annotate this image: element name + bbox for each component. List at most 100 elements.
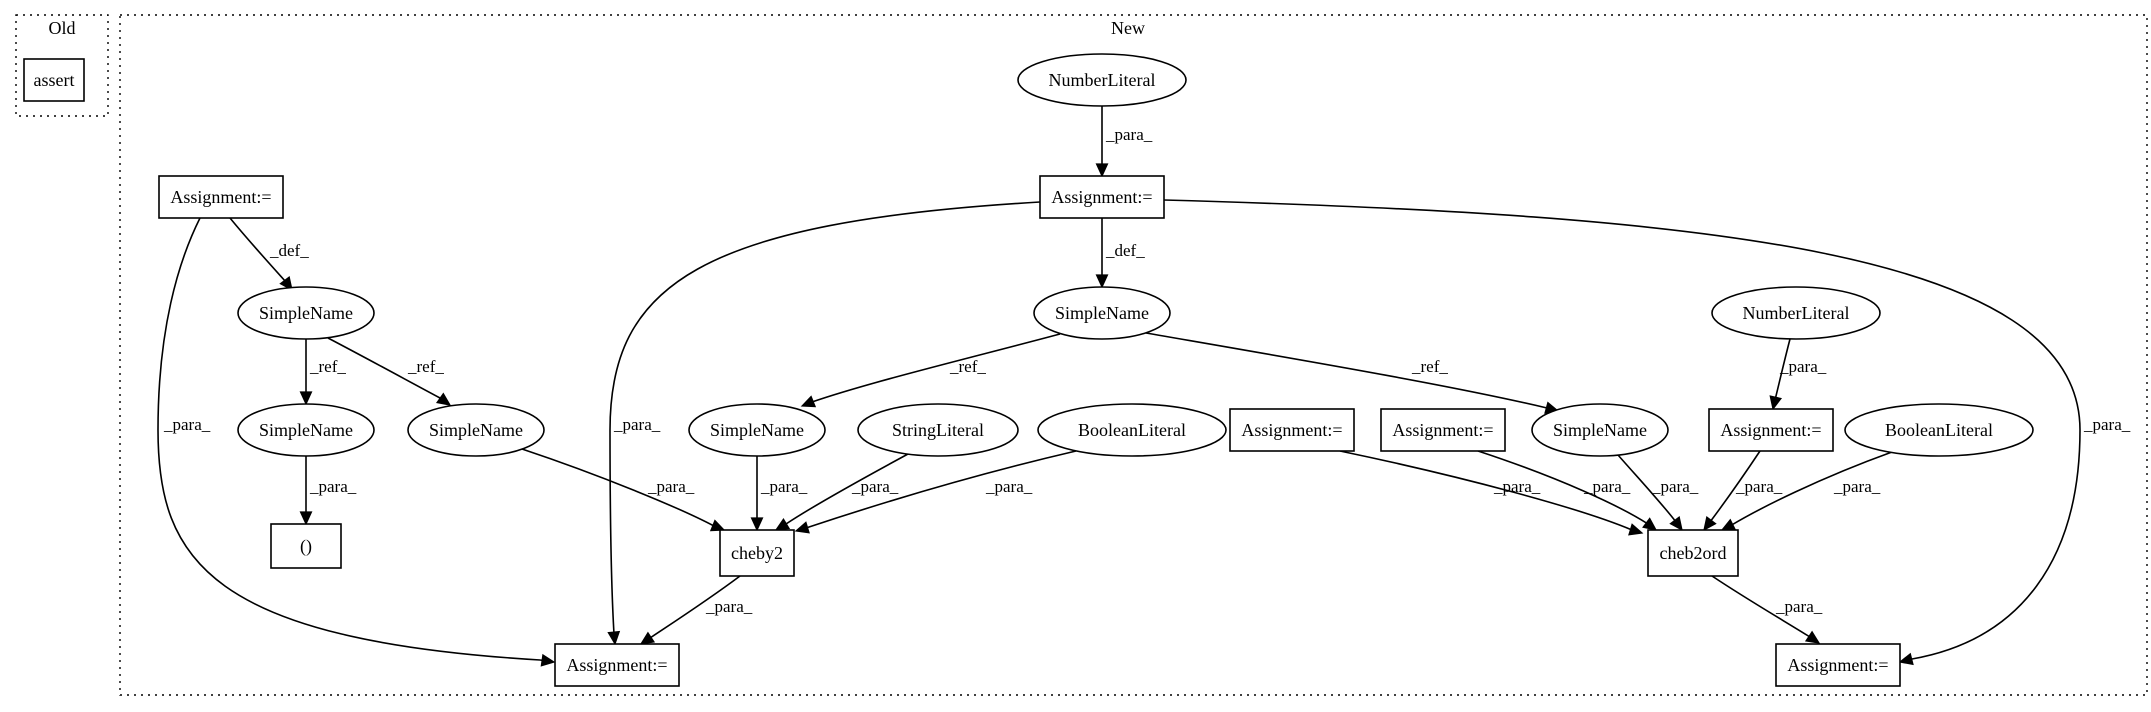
node-ellipse	[1017, 53, 1187, 107]
node-label: assert	[34, 70, 75, 90]
node-ellipse	[1037, 403, 1227, 457]
node-asgBL[interactable]: Assignment:=	[554, 643, 680, 687]
cluster-label: New	[1111, 18, 1145, 38]
node-box	[554, 643, 680, 687]
node-box	[1775, 643, 1901, 687]
node-cheb2ord[interactable]: cheb2ord	[1647, 529, 1739, 577]
cluster-layer: Old New	[15, 14, 2148, 696]
node-asgR[interactable]: Assignment:=	[1708, 408, 1834, 452]
arrow-head	[1703, 516, 1717, 532]
node-label: BooleanLiteral	[1078, 420, 1186, 440]
arrow-head	[279, 276, 293, 292]
node-ellipse	[237, 286, 375, 340]
edge-line	[1339, 450, 1633, 531]
node-label: NumberLiteral	[1743, 303, 1850, 323]
arrow-head	[709, 519, 726, 532]
edge-snE-cheb2ord: _para_	[1617, 454, 1699, 532]
node-num1[interactable]: NumberLiteral	[1017, 53, 1187, 107]
node-snC[interactable]: SimpleName	[1033, 286, 1171, 340]
node-label: Assignment:=	[1720, 420, 1821, 440]
edge-line	[1774, 338, 1791, 401]
node-box	[1380, 408, 1506, 452]
edge-label: _para_	[309, 477, 357, 496]
node-label: Assignment:=	[1241, 420, 1342, 440]
node-label: SimpleName	[710, 420, 804, 440]
edge-label: _para_	[1493, 477, 1541, 496]
edge-label: _para_	[851, 477, 899, 496]
node-assert[interactable]: assert	[23, 58, 85, 102]
arrow-head	[1642, 517, 1658, 531]
edge-snD-cheby2: _para_	[750, 456, 808, 532]
edge-label: _para_	[1735, 477, 1783, 496]
node-ellipse	[407, 403, 545, 457]
edge-line	[521, 448, 715, 527]
edge-line	[1709, 450, 1761, 523]
node-asgM1[interactable]: Assignment:=	[1229, 408, 1355, 452]
edge-label: _ref_	[1411, 357, 1448, 376]
node-box	[719, 529, 795, 577]
node-ellipse	[1033, 286, 1171, 340]
node-label: SimpleName	[259, 420, 353, 440]
edge-label: _def_	[269, 241, 309, 260]
edge-num1-asgC: _para_	[1095, 106, 1153, 178]
cluster-label: Old	[49, 18, 76, 38]
node-ellipse	[1711, 286, 1881, 340]
node-asgBR[interactable]: Assignment:=	[1775, 643, 1901, 687]
edge-label: _def_	[1105, 241, 1145, 260]
cluster-frame	[15, 14, 109, 117]
edge-label: _ref_	[407, 357, 444, 376]
edge-cheb2ord-asgBR: _para_	[1711, 575, 1823, 644]
edge-line	[229, 217, 287, 283]
edge-snL-snB: _ref_	[327, 337, 452, 406]
node-label: BooleanLiteral	[1885, 420, 1993, 440]
edge-line	[609, 201, 1041, 635]
node-snL[interactable]: SimpleName	[237, 286, 375, 340]
node-cheby2[interactable]: cheby2	[719, 529, 795, 577]
node-asgM2[interactable]: Assignment:=	[1380, 408, 1506, 452]
edge-asgL-asgBL: _para_	[157, 217, 556, 667]
node-boolR[interactable]: BooleanLiteral	[1844, 403, 2034, 457]
node-label: cheby2	[731, 543, 783, 563]
node-snB[interactable]: SimpleName	[407, 403, 545, 457]
edge-label: _para_	[760, 477, 808, 496]
edge-asgL-snL: _def_	[229, 217, 309, 292]
arrow-head	[794, 521, 810, 534]
node-ellipse	[857, 403, 1019, 457]
edge-boolR-cheb2ord: _para_	[1720, 451, 1893, 531]
edge-label: _para_	[613, 415, 661, 434]
node-box	[1229, 408, 1355, 452]
node-label: SimpleName	[1553, 420, 1647, 440]
node-label: ()	[300, 536, 312, 557]
edge-label: _para_	[985, 477, 1033, 496]
node-ellipse	[237, 403, 375, 457]
node-strLit[interactable]: StringLiteral	[857, 403, 1019, 457]
cluster-new: New	[119, 14, 2148, 696]
node-snE[interactable]: SimpleName	[1531, 403, 1669, 457]
edge-label: _ref_	[949, 357, 986, 376]
node-boolL[interactable]: BooleanLiteral	[1037, 403, 1227, 457]
edge-line	[805, 450, 1077, 529]
node-asgL[interactable]: Assignment:=	[158, 175, 284, 219]
node-box	[1647, 529, 1739, 577]
arrow-head	[299, 391, 313, 406]
node-paren[interactable]: ()	[270, 523, 342, 569]
edge-line	[1477, 450, 1649, 525]
edge-line	[1617, 454, 1677, 523]
edge-line	[811, 333, 1061, 403]
edge-label: _para_	[1651, 477, 1699, 496]
edge-strLit-cheby2: _para_	[774, 453, 909, 531]
arrow-head	[1804, 630, 1821, 644]
node-num2[interactable]: NumberLiteral	[1711, 286, 1881, 340]
edge-line	[157, 217, 541, 661]
node-snA[interactable]: SimpleName	[237, 403, 375, 457]
edge-num2-asgR: _para_	[1769, 338, 1827, 411]
node-asgC[interactable]: Assignment:=	[1039, 175, 1165, 219]
edge-line	[1163, 199, 2081, 660]
arrow-head	[1095, 274, 1109, 289]
node-snD[interactable]: SimpleName	[688, 403, 826, 457]
edge-label: _para_	[1833, 477, 1881, 496]
node-box	[1708, 408, 1834, 452]
edge-line	[1729, 451, 1893, 527]
arrow-head	[1095, 163, 1109, 178]
